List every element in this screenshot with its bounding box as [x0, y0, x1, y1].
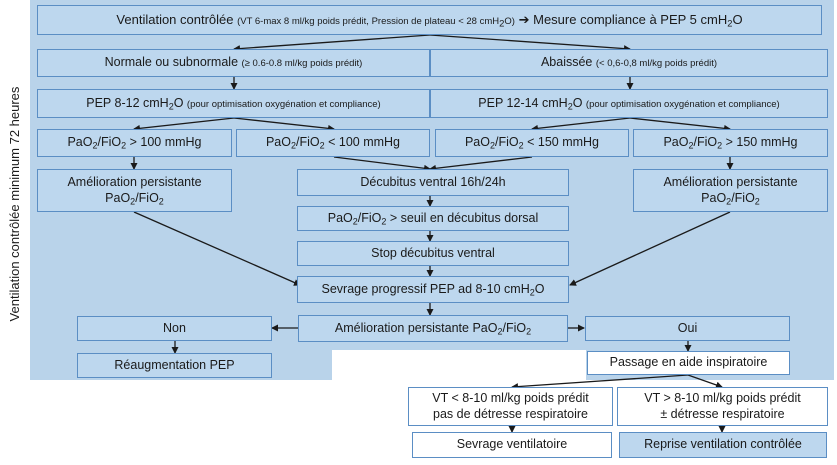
sevrage-pep-node: Sevrage progressif PEP ad 8-10 cmH2O [297, 276, 569, 303]
seuil-node: PaO2/FiO2 > seuil en décubitus dorsal [297, 206, 569, 231]
pao2-lt150-node: PaO2/FiO2 < 150 mmHg [435, 129, 629, 157]
decubitus-node: Décubitus ventral 16h/24h [297, 169, 569, 196]
pao2-lt100-node: PaO2/FiO2 < 100 mmHg [236, 129, 430, 157]
abaissee-node: Abaissée (< 0,6-0,8 ml/kg poids prédit) [430, 49, 828, 77]
reprise-ventilation-node: Reprise ventilation contrôlée [619, 432, 827, 458]
oui-node: Oui [585, 316, 790, 341]
normale-node: Normale ou subnormale (≥ 0.6-0.8 ml/kg p… [37, 49, 430, 77]
top-node: Ventilation contrôlée (VT 6-max 8 ml/kg … [37, 5, 822, 35]
pao2-gt150-node: PaO2/FiO2 > 150 mmHg [633, 129, 828, 157]
sevrage-ventilatoire-node: Sevrage ventilatoire [412, 432, 612, 458]
reaugmentation-node: Réaugmentation PEP [77, 353, 272, 378]
side-label: Ventilation contrôlée minimum 72 heures [7, 86, 22, 322]
pep-high-node: PEP 12-14 cmH2O (pour optimisation oxygé… [430, 89, 828, 118]
amelio-center-node: Amélioration persistante PaO2/FiO2 [298, 315, 568, 342]
pep-low-node: PEP 8-12 cmH2O (pour optimisation oxygén… [37, 89, 430, 118]
aide-inspiratoire-node: Passage en aide inspiratoire [587, 351, 790, 375]
non-node: Non [77, 316, 272, 341]
vt-high-node: VT > 8-10 ml/kg poids prédit± détresse r… [617, 387, 828, 426]
arrow-glyph: ➔ [518, 11, 530, 27]
stop-decubitus-node: Stop décubitus ventral [297, 241, 569, 266]
pao2-gt100-node: PaO2/FiO2 > 100 mmHg [37, 129, 232, 157]
